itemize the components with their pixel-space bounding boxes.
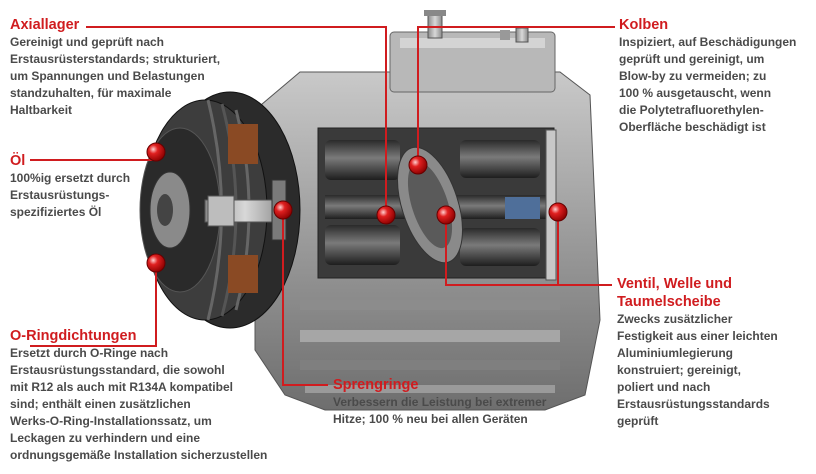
callout-ventil-welle-taumelscheibe: Ventil, Welle und Taumelscheibe Zwecks z… [617,275,778,430]
callout-line: poliert und nach [617,380,711,394]
callout-line: standzuhalten, für maximale [10,86,172,100]
callout-line: 100%ig ersetzt durch [10,171,131,185]
leader-line-o-ringdichtungen [30,263,157,347]
marker-dot-welle [436,205,456,225]
callout-sprengringe: Sprengringe Verbessern die Leistung bei … [333,376,546,428]
callout-body: Ersetzt durch O-Ringe nach Erstausrüstun… [10,345,267,464]
callout-line: Blow-by zu vermeiden; zu [619,69,767,83]
callout-line: sind; enthält einen zusätzlichen [10,397,191,411]
callout-line: 100 % ausgetauscht, wenn [619,86,772,100]
marker-dot-sprengringe [273,200,293,220]
callout-line: spezifiziertes Öl [10,205,102,219]
callout-line: Leckagen zu verhindern und eine [10,431,201,445]
callout-line: Oberfläche beschädigt ist [619,120,766,134]
callout-line: Erstausrüstungs- [10,188,110,202]
callout-line: die Polytetrafluorethylen- [619,103,764,117]
leader-line-kolben [417,26,615,165]
callout-body: Inspiziert, auf Beschädigungen geprüft u… [619,34,796,136]
callout-line: Hitze; 100 % neu bei allen Geräten [333,412,528,426]
callout-body: 100%ig ersetzt durch Erstausrüstungs- sp… [10,170,130,221]
callout-line: geprüft und gereinigt, um [619,52,765,66]
callout-o-ringdichtungen: O-Ringdichtungen Ersetzt durch O-Ringe n… [10,327,267,464]
callout-line: Zwecks zusätzlicher [617,312,733,326]
marker-dot-axiallager [376,205,396,225]
callout-line: Verbessern die Leistung bei extremer [333,395,547,409]
callout-title: O-Ringdichtungen [10,328,137,344]
callout-line: Erstausrüstungsstandards [617,397,770,411]
callout-title: Axiallager [10,17,80,33]
callout-line: Aluminiumlegierung [617,346,734,360]
callout-body: Zwecks zusätzlicher Festigkeit aus einer… [617,311,778,430]
marker-dot-oel [146,142,166,162]
callout-title: Öl [10,153,26,169]
callout-kolben: Kolben Inspiziert, auf Beschädigungen ge… [619,16,796,136]
marker-dots [146,142,568,273]
marker-dot-ventil [548,202,568,222]
cutaway-interior [317,127,557,281]
callout-line: Haltbarkeit [10,103,73,117]
leader-line-ventil-welle [445,215,612,286]
callout-line: um Spannungen und Belastungen [10,69,205,83]
callout-line: Erstausrüsterstandards; strukturiert, [10,52,221,66]
callout-line: Ersetzt durch O-Ringe nach [10,346,169,360]
callout-line: geprüft [617,414,659,428]
callout-axiallager: Axiallager Gereinigt und geprüft nach Er… [10,16,220,119]
callout-title: Sprengringe [333,377,419,393]
callout-line: Festigkeit aus einer leichten [617,329,778,343]
leader-line-sprengringe [282,210,328,386]
clutch-pulley [139,91,301,329]
marker-dot-o-ring [146,253,166,273]
marker-dot-kolben [408,155,428,175]
callout-line: Gereinigt und geprüft nach [10,35,165,49]
callout-line: mit R12 als auch mit R134A kompatibel [10,380,233,394]
callout-body: Verbessern die Leistung bei extremer Hit… [333,394,546,428]
callout-body: Gereinigt und geprüft nach Erstausrüster… [10,34,220,119]
callout-oel: Öl 100%ig ersetzt durch Erstausrüstungs-… [10,152,130,221]
callout-line: ordnungsgemäße Installation sicherzustel… [10,448,268,462]
callout-line: Werks-O-Ring-Installationssatz, um [10,414,212,428]
callout-line: Inspiziert, auf Beschädigungen [619,35,797,49]
leader-line-axiallager [86,26,387,215]
callout-title: Ventil, Welle und Taumelscheibe [617,276,732,310]
callout-title: Kolben [619,17,669,33]
callout-line: konstruiert; gereinigt, [617,363,742,377]
callout-line: Erstausrüstungsstandard, die sowohl [10,363,225,377]
